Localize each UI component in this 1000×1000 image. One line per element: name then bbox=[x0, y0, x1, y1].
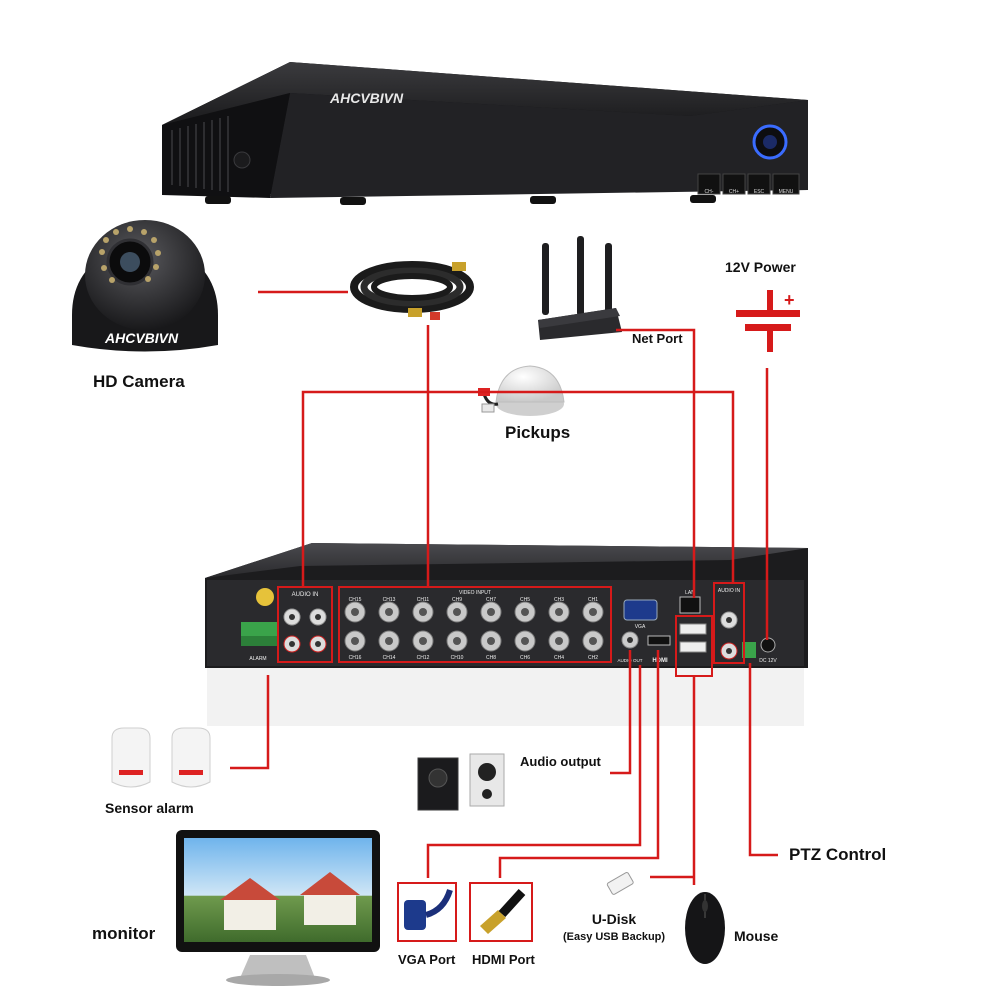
channel-label: CH6 bbox=[520, 655, 530, 661]
hdmi-port-label-text: HDMI Port bbox=[472, 952, 535, 967]
u-disk-sub-label: (Easy USB Backup) bbox=[562, 931, 666, 943]
speaker-icon bbox=[417, 753, 505, 811]
svg-text:+: + bbox=[784, 290, 795, 310]
bnc-connector-pin bbox=[419, 608, 427, 616]
u-disk-label: U-Disk bbox=[591, 911, 637, 927]
lan-label: LAN bbox=[685, 590, 695, 596]
bnc-connector-pin bbox=[555, 637, 563, 645]
audio-in-left-label: AUDIO IN bbox=[292, 592, 319, 598]
dvr-front-brand: AHCVBIVN bbox=[329, 90, 404, 106]
channel-label: CH12 bbox=[417, 655, 430, 661]
channel-label: CH14 bbox=[383, 655, 396, 661]
video-input-label: VIDEO INPUT bbox=[459, 590, 491, 596]
front-btn-chminus: CH- bbox=[705, 189, 714, 195]
usb-disk-icon bbox=[606, 872, 634, 895]
bnc-connector-pin bbox=[555, 608, 563, 616]
audio-in-left-ports bbox=[283, 608, 327, 653]
bnc-connector-pin bbox=[351, 637, 359, 645]
channel-label: CH5 bbox=[520, 597, 530, 603]
channel-label: CH10 bbox=[451, 655, 464, 661]
front-btn-chplus: CH+ bbox=[729, 189, 739, 195]
channel-label: CH16 bbox=[349, 655, 362, 661]
mouse-icon bbox=[685, 892, 725, 964]
channel-label: CH11 bbox=[417, 597, 430, 603]
bnc-connector-pin bbox=[521, 608, 529, 616]
camera-brand: AHCVBIVN bbox=[104, 330, 179, 346]
bnc-connector-pin bbox=[419, 637, 427, 645]
channel-label: CH15 bbox=[349, 597, 362, 603]
channel-label: CH8 bbox=[486, 655, 496, 661]
coax-cable-icon bbox=[350, 261, 474, 320]
audio-output-label: Audio output bbox=[520, 754, 601, 769]
audio-in-right-label: AUDIO IN bbox=[718, 588, 741, 594]
hd-camera: AHCVBIVN bbox=[72, 220, 218, 352]
pickups-label: Pickups bbox=[505, 423, 571, 442]
bnc-connector-pin bbox=[385, 637, 393, 645]
hdmi-port-label: HDMI bbox=[652, 658, 668, 664]
monitor-label: monitor bbox=[92, 924, 156, 943]
router-icon bbox=[538, 236, 622, 340]
bnc-connector-pin bbox=[521, 637, 529, 645]
power-label: 12V Power bbox=[725, 259, 796, 275]
bnc-connector-pin bbox=[385, 608, 393, 616]
hd-camera-label: HD Camera bbox=[93, 372, 185, 391]
vga-connector-icon bbox=[397, 882, 457, 942]
mouse-label: Mouse bbox=[734, 928, 779, 944]
vga-port-label: VGA bbox=[635, 624, 646, 630]
ptz-control-label: PTZ Control bbox=[789, 845, 887, 864]
front-btn-esc: ESC bbox=[754, 189, 765, 195]
monitor-icon bbox=[176, 830, 380, 986]
channel-label: CH3 bbox=[554, 597, 564, 603]
bnc-connector-pin bbox=[453, 637, 461, 645]
channel-label: CH4 bbox=[554, 655, 564, 661]
channel-label: CH13 bbox=[383, 597, 396, 603]
bnc-connector-pin bbox=[589, 637, 597, 645]
front-btn-menu: MENU bbox=[779, 189, 794, 195]
net-port-label: Net Port bbox=[632, 331, 683, 346]
sensor-alarm-label: Sensor alarm bbox=[105, 800, 194, 816]
power-symbol-icon: + bbox=[736, 290, 800, 352]
channel-label: CH7 bbox=[486, 597, 496, 603]
channel-label: CH9 bbox=[452, 597, 462, 603]
bnc-connector-pin bbox=[589, 608, 597, 616]
channel-label: CH2 bbox=[588, 655, 598, 661]
bnc-connector-pin bbox=[487, 637, 495, 645]
dvr-back: AUDIO IN CH15 CH13 CH11 CH9 CH7 CH5 CH3 CH1CH16… bbox=[205, 543, 808, 726]
port-highlights bbox=[277, 582, 745, 677]
bnc-connector-pin bbox=[453, 608, 461, 616]
hdmi-connector-icon bbox=[469, 882, 533, 942]
dvr-front: CH- CH+ ESC MENU AHCVBIVN bbox=[162, 62, 808, 205]
dc-label: DC 12V bbox=[759, 658, 777, 664]
sensor-alarm-icon bbox=[111, 727, 211, 788]
connection-wires bbox=[230, 290, 778, 885]
bnc-connector-pin bbox=[351, 608, 359, 616]
vga-port-label-text: VGA Port bbox=[398, 952, 456, 967]
alarm-label: ALARM bbox=[249, 656, 266, 662]
channel-label: CH1 bbox=[588, 597, 598, 603]
bnc-connector-pin bbox=[487, 608, 495, 616]
